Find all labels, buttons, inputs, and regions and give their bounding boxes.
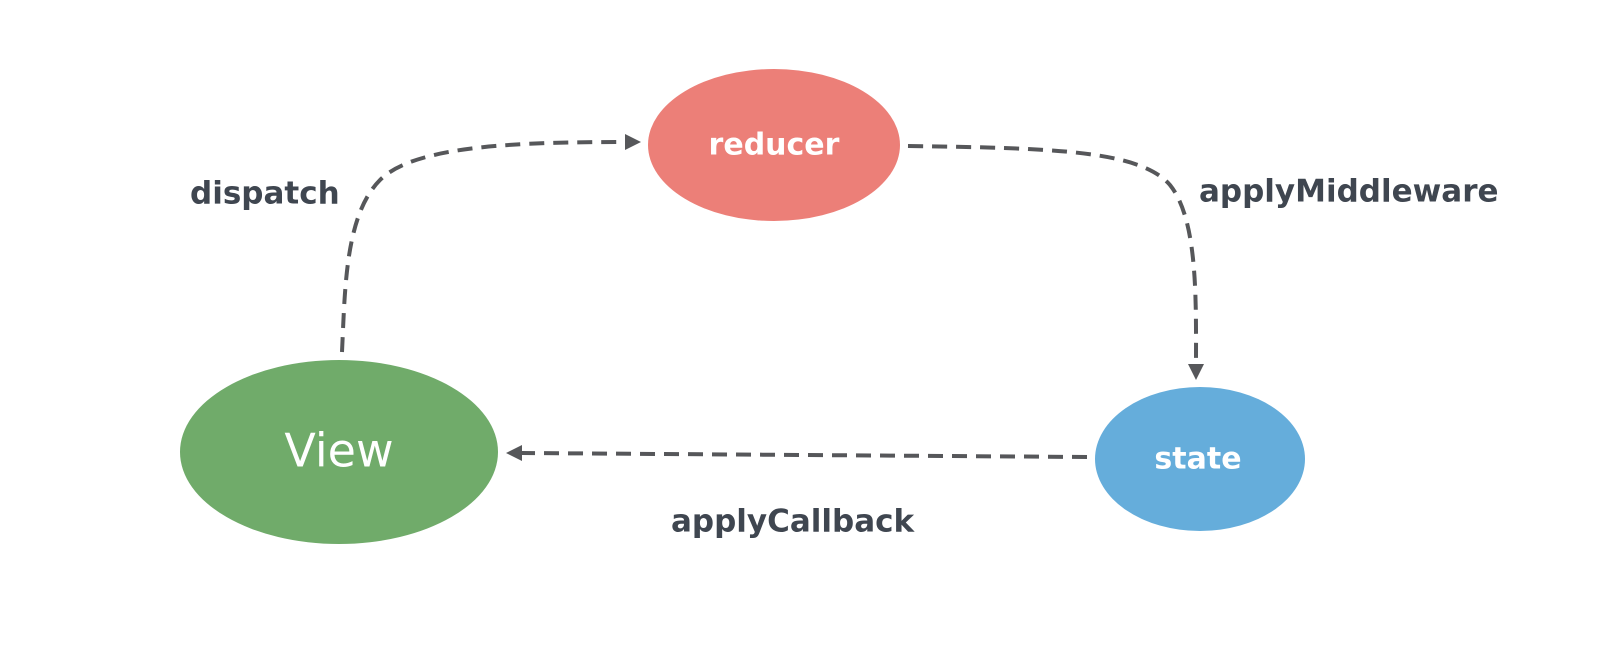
node-state-shape [1095,387,1305,531]
edge-apply-callback-label: applyCallback [671,504,916,540]
node-reducer: reducer [648,69,900,221]
node-view-shape [180,360,498,544]
node-state: state [1095,387,1305,531]
node-state-label: state [1154,442,1241,477]
node-view-label: View [284,424,393,478]
edge-apply-callback-line [521,451,1088,459]
edge-apply-middleware-arrowhead [1188,364,1204,380]
edge-dispatch-label: dispatch [190,176,340,212]
edge-apply-middleware [907,144,1204,380]
edge-dispatch-line [340,140,628,353]
node-reducer-shape [648,69,900,221]
edge-apply-callback [506,445,1088,461]
edge-apply-middleware-label: applyMiddleware [1199,174,1499,210]
node-reducer-label: reducer [709,128,840,163]
edge-dispatch-arrowhead [625,134,641,150]
edge-apply-middleware-line [907,144,1199,367]
edge-apply-callback-arrowhead [506,445,522,461]
edge-dispatch [340,134,641,353]
node-view: View [180,360,498,544]
